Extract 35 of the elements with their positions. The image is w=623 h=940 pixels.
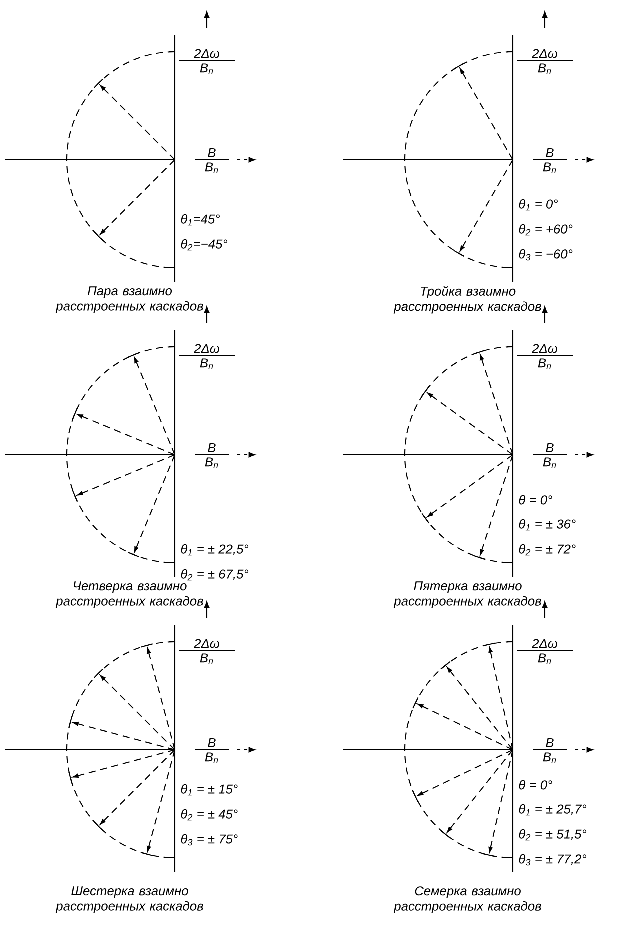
angle-label: θ$_{1}$ = ± 25,7° — [518, 803, 588, 817]
axis-label: 2Δω B$_{п}$ — [517, 639, 573, 664]
angle-label: θ = 0° — [518, 779, 554, 791]
axis-label: B B$_{п}$ — [195, 443, 229, 468]
axis-label: 2Δω B$_{п}$ — [179, 49, 235, 74]
angle-label: θ$_{1}$ = ± 36° — [518, 518, 578, 532]
caption: Семерка взаимно расстроенных каскадов — [394, 886, 542, 914]
caption: Пятерка взаимно расстроенных каскадов — [394, 582, 542, 608]
angle-label: θ$_{1}$ = ± 22,5° — [180, 543, 250, 557]
angle-label: θ = 0° — [518, 494, 554, 506]
angle-label: θ$_{2}$=−45° — [180, 238, 229, 252]
caption: Четверка взаимно расстроенных каскадов — [56, 582, 204, 608]
angle-label: θ$_{3}$ = ± 77,2° — [518, 853, 588, 867]
angle-label: θ$_{2}$ = ± 51,5° — [518, 828, 588, 842]
angle-label: θ$_{3}$ = ± 75° — [180, 833, 240, 847]
axis-label: B B$_{п}$ — [195, 148, 229, 174]
angle-label: θ$_{3}$ = −60° — [518, 248, 574, 262]
angle-label: θ$_{1}$ = 0° — [518, 198, 560, 212]
angle-label: θ$_{1}$ = ± 15° — [180, 783, 240, 797]
axis-label: 2Δω B$_{п}$ — [517, 344, 573, 370]
caption: Пара взаимно расстроенных каскадов — [56, 286, 204, 314]
axis-label: B B$_{п}$ — [533, 443, 567, 468]
angle-label: θ$_{2}$ = ± 67,5° — [180, 568, 250, 582]
caption: Тройка взаимно расстроенных каскадов — [394, 286, 542, 314]
axis-label: 2Δω B$_{п}$ — [179, 639, 235, 664]
angle-label: θ$_{1}$=45° — [180, 213, 222, 227]
caption: Шестерка взаимно расстроенных каскадов — [56, 886, 204, 914]
axis-label: B B$_{п}$ — [195, 738, 229, 764]
axis-label: B B$_{п}$ — [533, 738, 567, 764]
angle-label: θ$_{2}$ = ± 45° — [180, 808, 240, 822]
axis-label: 2Δω B$_{п}$ — [179, 344, 235, 370]
angle-label: θ$_{2}$ = ± 72° — [518, 543, 578, 557]
axis-label: 2Δω B$_{п}$ — [517, 49, 573, 74]
angle-label: θ$_{2}$ = +60° — [518, 223, 574, 237]
axis-label: B B$_{п}$ — [533, 148, 567, 174]
